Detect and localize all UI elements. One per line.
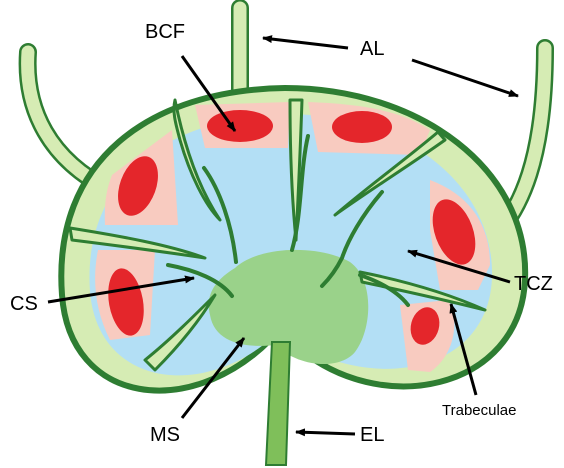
label-cs: CS <box>10 293 38 315</box>
arrow-al-right <box>412 60 518 96</box>
label-bcf: BCF <box>145 21 185 43</box>
label-trabeculae: Trabeculae <box>442 402 517 419</box>
label-tcz: TCZ <box>514 273 553 295</box>
arrow-el <box>296 432 355 434</box>
efferent-vessel <box>266 342 290 465</box>
label-el: EL <box>360 424 384 446</box>
arrow-al-top <box>263 38 348 48</box>
follicle <box>207 110 273 142</box>
follicle <box>332 111 392 143</box>
label-ms: MS <box>150 424 180 446</box>
label-al: AL <box>360 38 384 60</box>
